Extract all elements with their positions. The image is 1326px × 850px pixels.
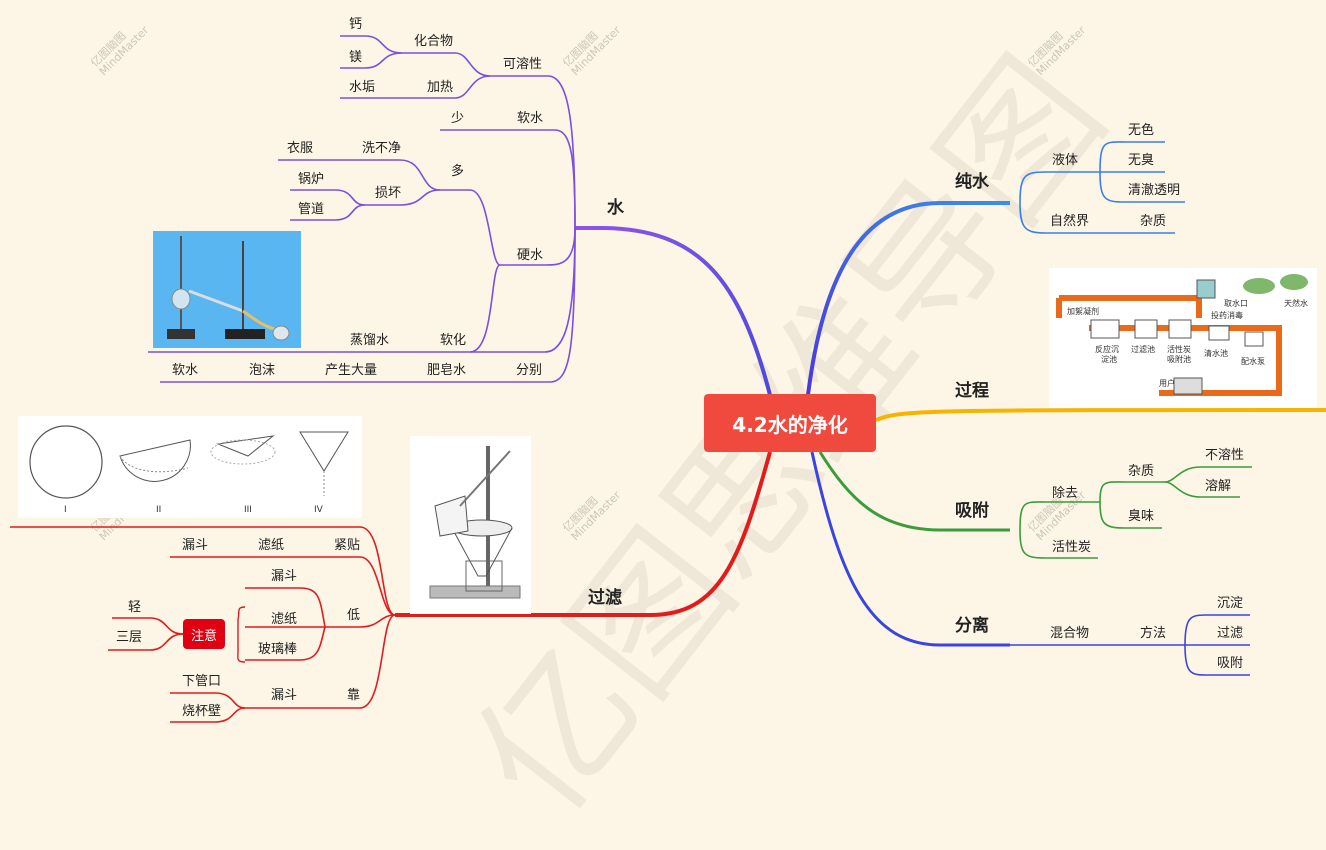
plant-intake: 取水口 [1224,298,1248,308]
topic-lean[interactable]: 靠 [347,688,361,703]
topic-boiler[interactable]: 锅炉 [298,172,325,187]
plant-coagulant: 加絮凝剂 [1067,306,1099,316]
topic-funnel-2[interactable]: 漏斗 [271,569,298,584]
topic-glass-rod[interactable]: 玻璃棒 [258,642,298,657]
topic-impurity-2[interactable]: 杂质 [1128,464,1155,479]
topic-heating[interactable]: 加热 [427,80,454,95]
fold-label-1: I [64,505,67,515]
topic-filter-paper-2[interactable]: 滤纸 [271,612,298,627]
topic-soft-water[interactable]: 软水 [517,111,544,126]
branch-water[interactable]: 水 [607,198,624,218]
plant-user: 用户 [1159,378,1175,388]
topic-method[interactable]: 方法 [1140,626,1167,641]
topic-low[interactable]: 低 [347,608,361,623]
topic-funnel[interactable]: 漏斗 [182,538,209,553]
topic-few[interactable]: 少 [451,111,465,126]
topic-compound[interactable]: 化合物 [414,34,454,49]
topic-damage[interactable]: 损坏 [375,186,402,201]
topic-distinguish[interactable]: 分别 [516,363,543,378]
plant-react: 反应沉 [1095,344,1119,354]
fold-label-3: III [244,505,252,515]
topic-dissolve[interactable]: 溶解 [1205,479,1232,494]
topic-nature[interactable]: 自然界 [1050,214,1090,229]
topic-distilled[interactable]: 蒸馏水 [350,333,390,348]
branch-lines [10,35,1326,723]
central-topic[interactable]: 4.2水的净化 [704,394,876,452]
filtration-apparatus-image [410,436,531,614]
topic-sedimentation[interactable]: 沉淀 [1217,596,1244,611]
topic-activated-carbon[interactable]: 活性炭 [1052,540,1092,555]
topic-filtration[interactable]: 过滤 [1217,626,1244,641]
branch-separate[interactable]: 分离 [955,616,989,636]
topic-mixture[interactable]: 混合物 [1050,626,1090,641]
plant-natural: 天然水 [1284,298,1308,308]
branch-process[interactable]: 过程 [955,381,989,401]
topic-produce[interactable]: 产生大量 [325,363,378,378]
topic-beaker-wall[interactable]: 烧杯壁 [182,704,222,719]
topic-smell[interactable]: 臭味 [1128,509,1155,524]
topic-funnel-3[interactable]: 漏斗 [271,688,298,703]
topic-light[interactable]: 轻 [128,600,142,615]
filter-folding-image: I II III IV [18,416,362,518]
topic-liquid[interactable]: 液体 [1052,153,1079,168]
topic-soluble[interactable]: 可溶性 [503,57,543,72]
topic-foam[interactable]: 泡沫 [249,363,276,378]
branch-filter[interactable]: 过滤 [588,588,622,608]
topic-magnesium[interactable]: 镁 [349,50,363,65]
topic-scale[interactable]: 水垢 [349,80,376,95]
topic-tight[interactable]: 紧贴 [334,538,361,553]
topic-colorless[interactable]: 无色 [1128,123,1155,138]
plant-disinfect: 投药消毒 [1211,310,1243,320]
topic-odorless[interactable]: 无臭 [1128,153,1155,168]
topic-pipe[interactable]: 管道 [298,202,325,217]
topic-three-layers[interactable]: 三层 [116,630,143,645]
branch-pure-water[interactable]: 纯水 [955,172,989,192]
topic-not-clean[interactable]: 洗不净 [362,141,402,156]
plant-pump: 配水泵 [1241,356,1265,366]
topic-lower-tube[interactable]: 下管口 [182,674,222,689]
topic-soften[interactable]: 软化 [440,333,467,348]
topic-many[interactable]: 多 [451,164,465,179]
plant-filter: 过滤池 [1131,344,1155,354]
topic-hard-water[interactable]: 硬水 [517,248,544,263]
note-badge[interactable]: 注意 [183,619,225,649]
topic-calcium[interactable]: 钙 [349,17,363,32]
topic-soft-water-2[interactable]: 软水 [172,363,199,378]
topic-remove[interactable]: 除去 [1052,486,1079,501]
distillation-image [153,231,301,348]
plant-carbon-2: 吸附池 [1167,354,1191,364]
plant-clear-pool: 清水池 [1204,348,1228,358]
topic-impurity[interactable]: 杂质 [1140,214,1167,229]
topic-clear[interactable]: 清澈透明 [1128,183,1181,198]
plant-settle: 淀池 [1101,354,1117,364]
fold-label-4: IV [314,505,324,515]
topic-adsorption[interactable]: 吸附 [1217,656,1244,671]
topic-filter-paper[interactable]: 滤纸 [258,538,285,553]
branch-adsorb[interactable]: 吸附 [955,501,989,521]
fold-label-2: II [156,505,161,515]
topic-clothes[interactable]: 衣服 [287,141,314,156]
topic-soapy-water[interactable]: 肥皂水 [427,363,467,378]
plant-carbon-1: 活性炭 [1167,344,1191,354]
topic-insoluble[interactable]: 不溶性 [1205,448,1245,463]
water-plant-image: 取水口 天然水 加絮凝剂 投药消毒 反应沉 淀池 过滤池 活性炭 吸附池 清水池… [1049,268,1317,408]
